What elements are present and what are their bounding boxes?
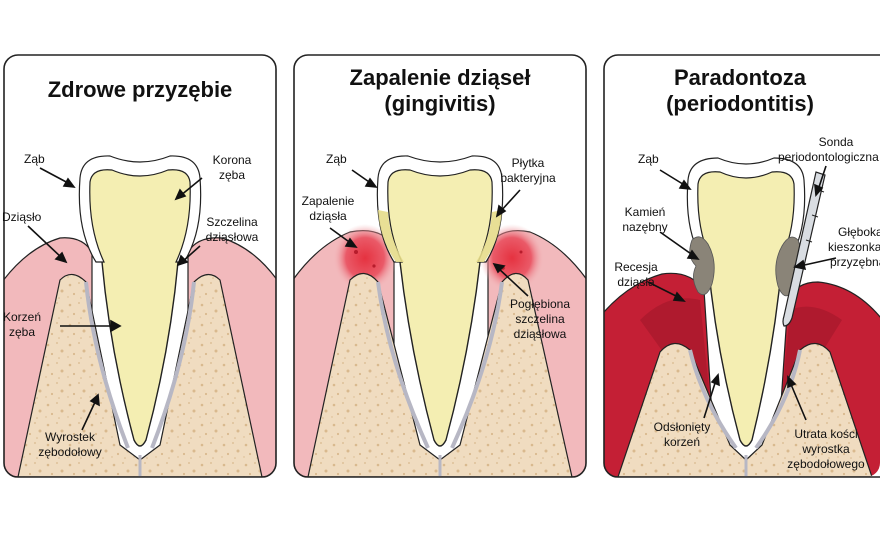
gingivitis-label-deep-sulcus-3: dziąsłowa (514, 327, 567, 341)
periodontitis-label-bone-loss-3: zębodołowego (787, 457, 865, 471)
panel-periodontitis-title-1: Paradontoza (674, 65, 807, 90)
healthy-label-root-2: zęba (9, 325, 35, 339)
panel-gingivitis (293, 54, 587, 478)
text-layer: Zdrowe przyzębie Ząb Korona zęba Dziąsło… (2, 65, 880, 471)
healthy-enamel (78, 155, 202, 263)
periodontitis-label-bone-loss-2: wyrostka (801, 442, 850, 456)
gingivitis-alveolar-bone (307, 272, 573, 477)
periodontitis-arrows (647, 165, 837, 421)
healthy-label-tooth: Ząb (24, 152, 45, 166)
healthy-label-crown-2: zęba (219, 168, 245, 182)
periodontitis-alveolar-bone (617, 342, 873, 477)
panel-gingivitis-title-2: (gingivitis) (384, 91, 495, 116)
healthy-label-bone-1: Wyrostek (45, 430, 96, 444)
periodontitis-label-recession-2: dziąsła (617, 275, 655, 289)
panel-healthy (3, 54, 277, 478)
panel-gingivitis-frame (293, 54, 587, 478)
panel-periodontitis-title-2: (periodontitis) (666, 91, 814, 116)
healthy-label-root-1: Korzeń (3, 310, 41, 324)
periodontitis-label-exposed-root-1: Odsłonięty (654, 420, 711, 434)
healthy-label-gum: Dziąsło (2, 210, 42, 224)
gingivitis-label-inflammation-1: Zapalenie (302, 194, 355, 208)
healthy-alveolar-bone (17, 273, 263, 477)
periodontitis-label-pocket-1: Głęboka (838, 225, 880, 239)
periodontitis-label-pocket-3: przyzębna (830, 255, 880, 269)
gingivitis-label-plaque-2: bakteryjna (500, 171, 556, 185)
gingivitis-label-inflammation-2: dziąsła (309, 209, 347, 223)
periodontitis-label-pocket-2: kieszonka (828, 240, 880, 254)
gingivitis-label-deep-sulcus-1: Pogłębiona (510, 297, 570, 311)
periodontitis-label-exposed-root-2: korzeń (664, 435, 700, 449)
periodontitis-label-probe-2: periodontologiczna (778, 150, 879, 164)
healthy-label-sulcus-2: dziąsłowa (206, 230, 259, 244)
panel-gingivitis-title-1: Zapalenie dziąseł (350, 65, 531, 90)
periodontitis-label-tooth: Ząb (638, 152, 659, 166)
calculus-deposit-left (689, 236, 715, 296)
periodontitis-label-probe-1: Sonda (819, 135, 854, 149)
healthy-label-sulcus-1: Szczelina (206, 215, 258, 229)
panel-periodontitis-frame (603, 54, 880, 478)
panel-periodontitis (603, 54, 880, 478)
periodontitis-label-bone-loss-1: Utrata kości (794, 427, 857, 441)
periodontitis-label-calculus-1: Kamień (625, 205, 666, 219)
periodontitis-label-recession-1: Recesja (614, 260, 658, 274)
healthy-label-crown-1: Korona (213, 153, 252, 167)
gingivitis-arrows (329, 169, 529, 297)
periodontitis-label-calculus-2: nazębny (622, 220, 667, 234)
gingivitis-label-deep-sulcus-2: szczelina (515, 312, 565, 326)
healthy-label-bone-2: zębodołowy (38, 445, 101, 459)
panel-healthy-title: Zdrowe przyzębie (48, 77, 233, 102)
gingivitis-label-tooth: Ząb (326, 152, 347, 166)
healthy-arrows (27, 167, 203, 431)
gingivitis-label-plaque-1: Płytka (512, 156, 545, 170)
panel-healthy-frame (3, 54, 277, 478)
